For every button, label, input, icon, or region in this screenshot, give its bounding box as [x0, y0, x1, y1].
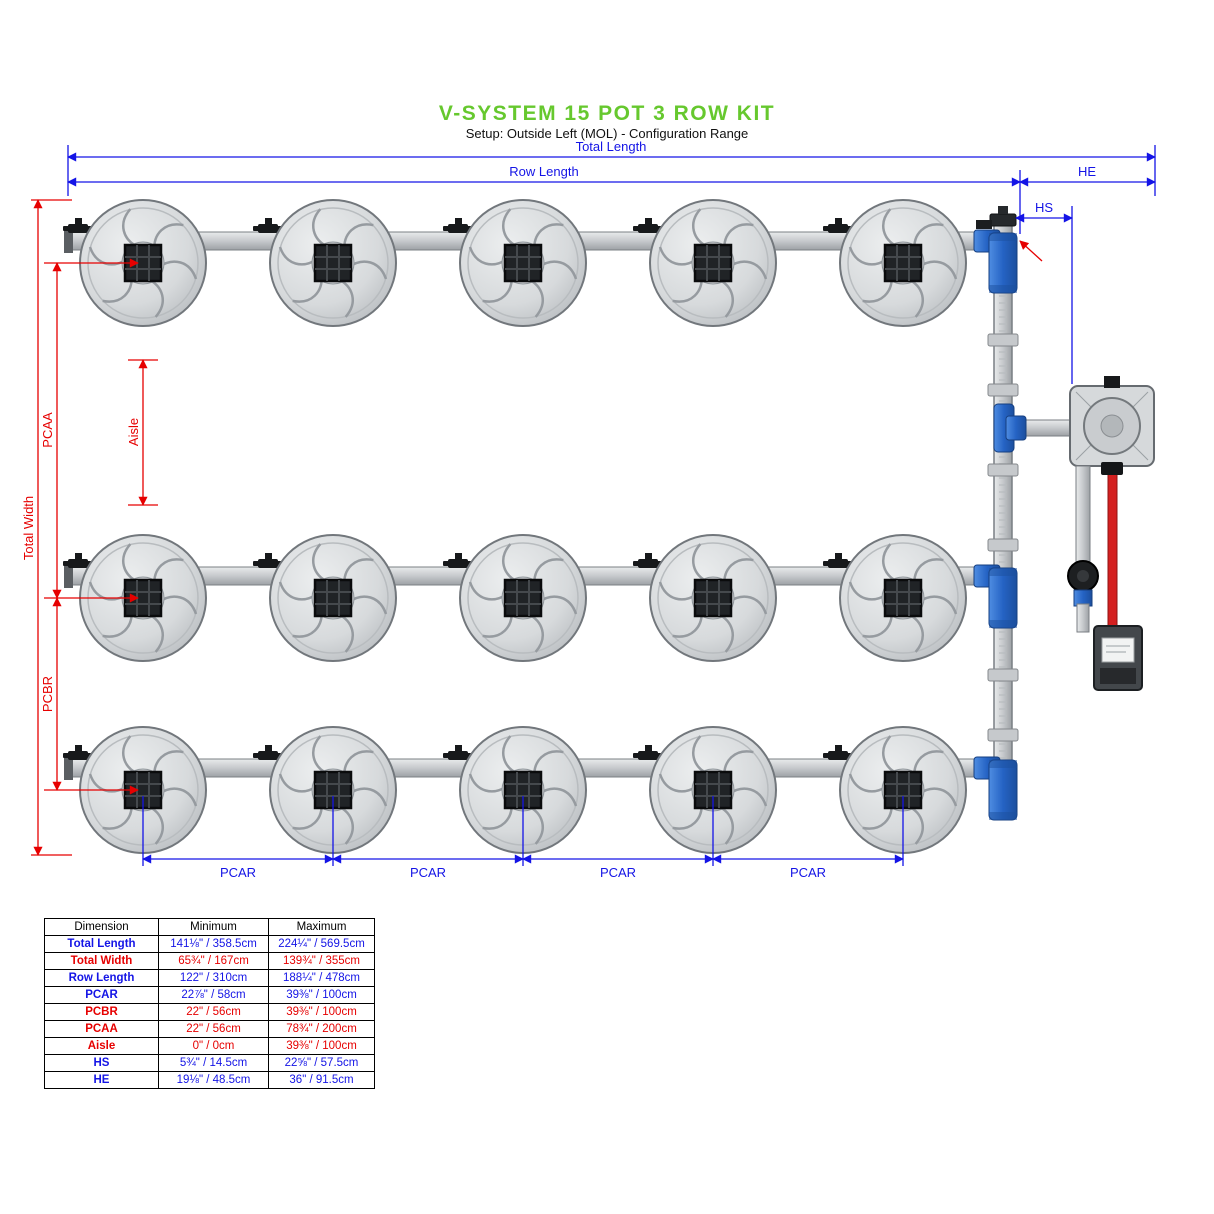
pump-assembly	[993, 376, 1155, 691]
row-label: Aisle	[44, 1037, 159, 1055]
row-label: Row Length	[44, 969, 159, 987]
table-row: HS 5¾" / 14.5cm 22⅝" / 57.5cm	[44, 1054, 375, 1072]
row-min: 22" / 56cm	[158, 1003, 269, 1021]
controller-screen-lines	[1106, 645, 1130, 653]
table-row: Aisle 0" / 0cm 39⅜" / 100cm	[44, 1037, 375, 1055]
row-max: 36" / 91.5cm	[268, 1071, 375, 1089]
pot	[458, 533, 588, 663]
row-min: 22⅞" / 58cm	[158, 986, 269, 1004]
header-dimension: Dimension	[44, 918, 159, 936]
table-row: PCAR 22⅞" / 58cm 39⅜" / 100cm	[44, 986, 375, 1004]
row-label: PCBR	[44, 1003, 159, 1021]
table-row: HE 19⅛" / 48.5cm 36" / 91.5cm	[44, 1071, 375, 1089]
hs-label: HS	[1035, 200, 1053, 215]
table-row: Row Length 122" / 310cm 188¼" / 478cm	[44, 969, 375, 987]
pipe-end-cap	[64, 229, 73, 253]
row-label: PCAA	[44, 1020, 159, 1038]
pcar-label: PCAR	[220, 865, 256, 880]
row-max: 224¼" / 569.5cm	[268, 935, 375, 953]
pot	[458, 198, 588, 328]
pcar-label: PCAR	[410, 865, 446, 880]
table-row: PCBR 22" / 56cm 39⅜" / 100cm	[44, 1003, 375, 1021]
dimension-table: Dimension Minimum Maximum Total Length 1…	[44, 918, 375, 1089]
total-width-label: Total Width	[21, 496, 36, 560]
return-pipe	[1075, 465, 1091, 563]
row-min: 141⅛" / 358.5cm	[158, 935, 269, 953]
reservoir-lid-center	[1100, 414, 1124, 438]
header-maximum: Maximum	[268, 918, 375, 936]
row-label: HS	[44, 1054, 159, 1072]
pipe-end-cap	[64, 756, 73, 780]
pot	[268, 533, 398, 663]
row-max: 39⅜" / 100cm	[268, 1003, 375, 1021]
pcbr-label: PCBR	[40, 676, 55, 712]
pcar-label: PCAR	[600, 865, 636, 880]
controller-screen	[1101, 637, 1135, 663]
pipe-collars	[987, 333, 1019, 742]
pipe-end-cap	[64, 564, 73, 588]
page-title: V-SYSTEM 15 POT 3 ROW KIT	[438, 102, 776, 125]
row-label: PCAR	[44, 986, 159, 1004]
tee-fitting	[973, 229, 1018, 294]
red-dimensions	[31, 199, 1043, 856]
pcaa-label: PCAA	[40, 412, 55, 448]
tee-fitting	[973, 756, 1018, 821]
pot	[268, 198, 398, 328]
he-label: HE	[1078, 164, 1096, 179]
pot	[838, 533, 968, 663]
table-row: PCAA 22" / 56cm 78¾" / 200cm	[44, 1020, 375, 1038]
row-min: 19⅛" / 48.5cm	[158, 1071, 269, 1089]
manifold-top-nub	[998, 206, 1008, 214]
row-label: Total Width	[44, 952, 159, 970]
pcar-label: PCAR	[790, 865, 826, 880]
reservoir-port	[1104, 376, 1120, 388]
row-max: 188¼" / 478cm	[268, 969, 375, 987]
pot	[648, 198, 778, 328]
row-min: 5¾" / 14.5cm	[158, 1054, 269, 1072]
page-subtitle: Setup: Outside Left (MOL) - Configuratio…	[465, 126, 749, 141]
table-row: Total Length 141⅛" / 358.5cm 224¼" / 569…	[44, 935, 375, 953]
row-max: 39⅜" / 100cm	[268, 1037, 375, 1055]
total-length-label: Total Length	[576, 139, 647, 154]
reservoir-corners	[1075, 391, 1149, 461]
row-label: Total Length	[44, 935, 159, 953]
row-min: 0" / 0cm	[158, 1037, 269, 1055]
row-max: 139¾" / 355cm	[268, 952, 375, 970]
pump-center	[1077, 570, 1089, 582]
table-row: Total Width 65¾" / 167cm 139¾" / 355cm	[44, 952, 375, 970]
red-pipe-fitting	[1101, 462, 1123, 475]
row-min: 65¾" / 167cm	[158, 952, 269, 970]
manifold-mid-stub	[1005, 415, 1027, 441]
red-supply-pipe	[1107, 471, 1118, 631]
row-max: 39⅜" / 100cm	[268, 986, 375, 1004]
row-label: HE	[44, 1071, 159, 1089]
pot	[838, 198, 968, 328]
table-header-row: Dimension Minimum Maximum	[44, 918, 375, 936]
manifold-top-fitting	[976, 220, 992, 229]
row-max: 78¾" / 200cm	[268, 1020, 375, 1038]
tee-fitting	[973, 564, 1018, 629]
row-length-label: Row Length	[509, 164, 578, 179]
row-min: 122" / 310cm	[158, 969, 269, 987]
pot	[648, 533, 778, 663]
row-max: 22⅝" / 57.5cm	[268, 1054, 375, 1072]
header-minimum: Minimum	[158, 918, 269, 936]
aisle-label: Aisle	[126, 418, 141, 446]
manifold-top-cap	[989, 213, 1017, 227]
blue-dimensions	[67, 145, 1156, 866]
controller-base	[1100, 668, 1136, 684]
row-min: 22" / 56cm	[158, 1020, 269, 1038]
vertical-manifold	[976, 206, 1019, 809]
hs-pointer-arrow	[1019, 240, 1043, 262]
pump-outlet-pipe	[1076, 603, 1090, 633]
